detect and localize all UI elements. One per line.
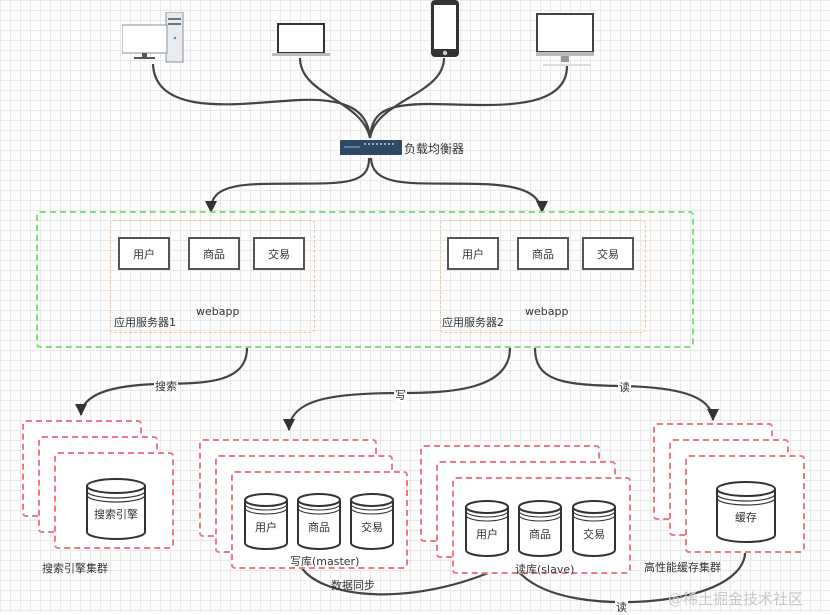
desktop-pc-icon bbox=[121, 11, 184, 64]
app-server-1-webapp-label: webapp bbox=[196, 305, 240, 318]
edge-label-read-bottom: 读 bbox=[615, 599, 628, 615]
master-cluster-caption: 写库(master) bbox=[290, 555, 360, 568]
app-server-2-label: 应用服务器2 bbox=[442, 316, 504, 329]
app-server-1-module-trade: 交易 bbox=[253, 237, 305, 270]
app-server-2-module-trade: 交易 bbox=[582, 237, 634, 270]
cache-db-label: 缓存 bbox=[735, 511, 757, 524]
master-db-trade-label: 交易 bbox=[361, 521, 383, 534]
slave-db-product-icon: 商品 bbox=[518, 500, 562, 558]
wire-desktop-to-lb bbox=[151, 63, 372, 139]
load-balancer-icon bbox=[340, 140, 402, 155]
load-balancer-label: 负载均衡器 bbox=[404, 142, 465, 156]
master-db-product-label: 商品 bbox=[308, 521, 330, 534]
laptop-icon bbox=[270, 22, 332, 58]
slave-db-trade-label: 交易 bbox=[583, 528, 605, 541]
master-db-trade-icon: 交易 bbox=[350, 493, 394, 551]
slave-db-trade-icon: 交易 bbox=[572, 500, 616, 558]
wire-data-sync bbox=[296, 557, 521, 596]
app-server-2-module-user: 用户 bbox=[447, 237, 499, 270]
app-server-1-label: 应用服务器1 bbox=[114, 316, 176, 329]
app-server-1 bbox=[110, 220, 315, 333]
slave-db-user-icon: 用户 bbox=[465, 500, 509, 558]
edge-label-search: 搜索 bbox=[154, 378, 178, 394]
monitor-icon bbox=[535, 12, 599, 68]
search-cluster-caption: 搜索引擎集群 bbox=[42, 562, 108, 575]
search-engine-db-icon: 搜索引擎 bbox=[86, 478, 146, 540]
app-server-2 bbox=[440, 220, 646, 333]
master-db-user-icon: 用户 bbox=[244, 493, 288, 551]
slave-cluster-caption: 读库(slave) bbox=[515, 563, 575, 576]
wire-phone-to-lb bbox=[368, 57, 446, 139]
smartphone-icon bbox=[430, 0, 460, 58]
app-server-1-module-user: 用户 bbox=[118, 237, 170, 270]
app-server-cluster bbox=[36, 211, 694, 348]
edge-label-read: 读 bbox=[618, 379, 631, 395]
edge-label-data-sync: 数据同步 bbox=[331, 579, 375, 592]
app-server-2-module-product: 商品 bbox=[517, 237, 569, 270]
app-server-2-webapp-label: webapp bbox=[525, 305, 569, 318]
wire-lb-to-server2 bbox=[369, 157, 548, 213]
watermark: @稀土掘金技术社区 bbox=[668, 590, 804, 608]
wire-monitor-to-lb bbox=[368, 65, 569, 139]
slave-db-user-label: 用户 bbox=[476, 528, 498, 541]
wire-read-cache-to-slave bbox=[508, 552, 747, 604]
wire-laptop-to-lb bbox=[298, 57, 372, 139]
cache-db-icon: 缓存 bbox=[716, 481, 776, 543]
master-db-product-icon: 商品 bbox=[297, 493, 341, 551]
app-server-1-module-product: 商品 bbox=[188, 237, 240, 270]
search-engine-db-label: 搜索引擎 bbox=[94, 508, 138, 521]
edge-label-write: 写 bbox=[394, 387, 407, 403]
slave-db-product-label: 商品 bbox=[529, 528, 551, 541]
master-db-user-label: 用户 bbox=[255, 521, 277, 534]
cache-cluster-caption: 高性能缓存集群 bbox=[644, 561, 721, 574]
wire-lb-to-server1 bbox=[205, 157, 371, 213]
